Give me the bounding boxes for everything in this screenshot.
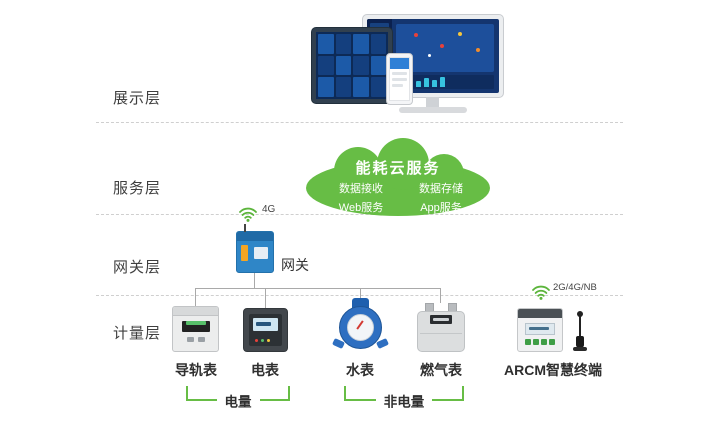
connector-bus <box>196 288 441 289</box>
device-label-gas-meter: 燃气表 <box>420 362 462 378</box>
cloud-service-item: 数据接收 <box>339 183 383 195</box>
gateway-label: 网关 <box>281 257 309 273</box>
layer-label-display: 展示层 <box>113 90 162 107</box>
antenna-icon <box>573 311 587 352</box>
wifi-icon <box>239 207 257 222</box>
tablet <box>311 27 393 104</box>
wifi-icon <box>532 285 550 300</box>
connector-line <box>265 288 266 308</box>
tablet-screen <box>316 32 388 99</box>
gateway-device <box>236 224 274 273</box>
gateway-radio-label: 4G <box>262 204 276 215</box>
connector-line <box>195 288 196 306</box>
connector-line <box>440 288 441 303</box>
gateway-antenna <box>244 224 246 232</box>
group-label-electric: 电量 <box>224 393 252 409</box>
device-label-rail-meter: 导轨表 <box>175 362 217 378</box>
layer-separator <box>96 214 623 215</box>
cloud-services: 数据接收 数据存储 Web服务 App服务 <box>323 180 479 215</box>
group-bracket-non-electric: 非电量 <box>344 386 464 408</box>
monitor-stand <box>426 97 439 108</box>
din-rail-meter <box>172 306 219 352</box>
layer-label-metering: 计量层 <box>113 325 162 342</box>
connector-line <box>360 288 361 298</box>
device-label-water-meter: 水表 <box>346 362 374 378</box>
layer-separator <box>96 122 623 123</box>
layer-label-gateway: 网关层 <box>113 259 162 276</box>
layer-separator <box>96 295 623 296</box>
cloud-shape <box>306 138 490 216</box>
smartphone <box>386 53 413 105</box>
group-bracket-electric: 电量 <box>186 386 290 408</box>
phone-screen <box>389 57 410 101</box>
monitor-base <box>399 107 467 113</box>
cloud-service-item: App服务 <box>420 202 462 214</box>
cloud-service-item: Web服务 <box>338 202 384 214</box>
group-label-non-electric: 非电量 <box>383 393 425 409</box>
cloud-service-item: 数据存储 <box>419 183 463 195</box>
power-meter <box>243 308 288 352</box>
water-meter <box>332 298 389 352</box>
gas-meter <box>417 303 465 352</box>
connector-line <box>254 273 255 288</box>
layer-label-service: 服务层 <box>113 180 162 197</box>
arcm-terminal <box>517 308 563 352</box>
device-label-power-meter: 电表 <box>251 362 279 378</box>
arcm-radio-label: 2G/4G/NB <box>553 282 597 293</box>
cloud-title: 能耗云服务 <box>355 160 441 177</box>
cloud-service: 能耗云服务 数据接收 数据存储 Web服务 App服务 <box>303 138 493 218</box>
device-label-arcm: ARCM智慧终端 <box>504 362 602 378</box>
